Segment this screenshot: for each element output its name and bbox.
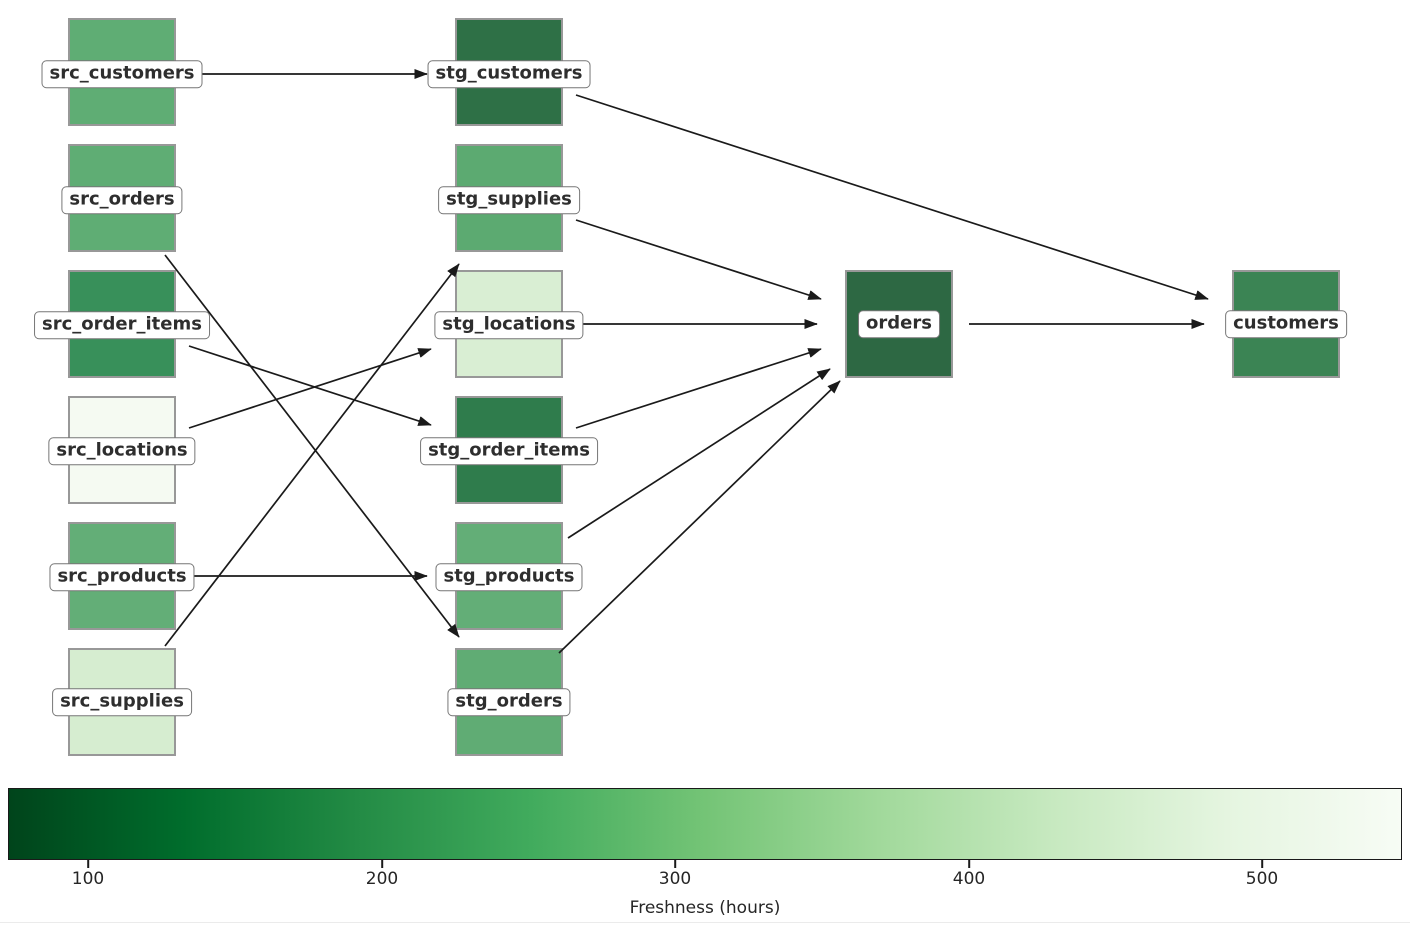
colorbar-tick-label-100: 100 [71, 869, 105, 889]
node-label-src_locations: src_locations [48, 437, 196, 465]
edge-stg_products-orders [567, 368, 831, 539]
colorbar-tick-label-500: 500 [1245, 869, 1279, 889]
node-label-orders: orders [858, 310, 940, 338]
colorbar-tick-400 [968, 860, 970, 868]
edge-stg_orders-orders [558, 380, 841, 654]
colorbar-tick-200 [381, 860, 383, 868]
node-label-stg_products: stg_products [435, 563, 583, 591]
figure-bottom-border [0, 922, 1410, 923]
node-label-src_orders: src_orders [61, 186, 183, 214]
node-label-stg_orders: stg_orders [447, 688, 571, 716]
node-label-stg_customers: stg_customers [427, 60, 591, 88]
node-label-stg_supplies: stg_supplies [438, 186, 580, 214]
node-label-src_customers: src_customers [41, 60, 203, 88]
node-label-src_order_items: src_order_items [34, 311, 210, 339]
colorbar-tick-500 [1261, 860, 1263, 868]
freshness-colorbar [8, 788, 1402, 860]
colorbar-tick-100 [87, 860, 89, 868]
edge-stg_order_items-orders [575, 348, 822, 429]
node-label-src_supplies: src_supplies [52, 688, 192, 716]
edge-src_orders-stg_orders [164, 254, 460, 638]
colorbar-tick-label-400: 400 [952, 869, 986, 889]
node-label-src_products: src_products [49, 563, 195, 591]
node-label-stg_order_items: stg_order_items [420, 437, 598, 465]
node-label-stg_locations: stg_locations [434, 311, 584, 339]
colorbar-axis-label: Freshness (hours) [629, 898, 781, 918]
colorbar-tick-label-300: 300 [658, 869, 692, 889]
node-label-customers: customers [1225, 310, 1347, 338]
edge-stg_supplies-orders [575, 219, 822, 300]
colorbar-tick-label-200: 200 [365, 869, 399, 889]
edge-src_order_items-stg_order_items [188, 345, 432, 426]
colorbar-tick-300 [674, 860, 676, 868]
edge-src_locations-stg_locations [188, 348, 432, 429]
edge-stg_customers-customers [575, 94, 1209, 300]
